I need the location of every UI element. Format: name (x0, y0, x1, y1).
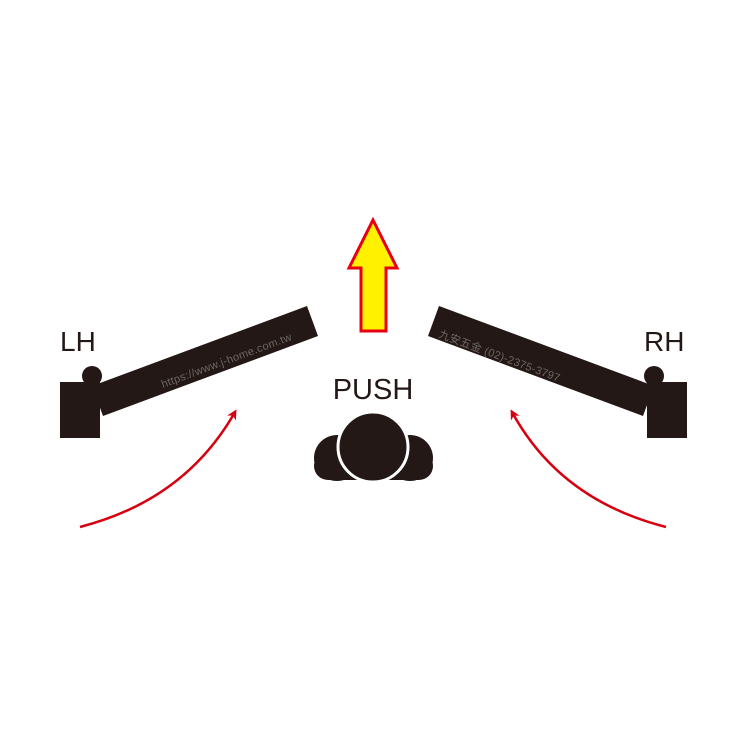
push-label: PUSH (333, 374, 414, 406)
left-hinge-icon (82, 366, 102, 386)
person-head (336, 410, 410, 484)
right-swing-arrow-icon (510, 409, 667, 529)
right-hinge-icon (644, 366, 664, 386)
person-top-view-icon (314, 410, 433, 484)
left-door-panel (92, 306, 318, 416)
left-swing-arrow-icon (79, 409, 237, 529)
right-door-group: 九安五金 (02)-2375-3797 RH (428, 306, 687, 529)
right-hand-label: RH (644, 326, 684, 357)
left-wall-jamb (60, 382, 100, 438)
left-door-group: https://www.j-home.com.tw LH (60, 306, 318, 529)
left-hand-label: LH (60, 326, 96, 357)
right-door-panel (428, 306, 654, 416)
right-wall-jamb (647, 382, 687, 438)
push-arrow-icon (346, 216, 400, 333)
